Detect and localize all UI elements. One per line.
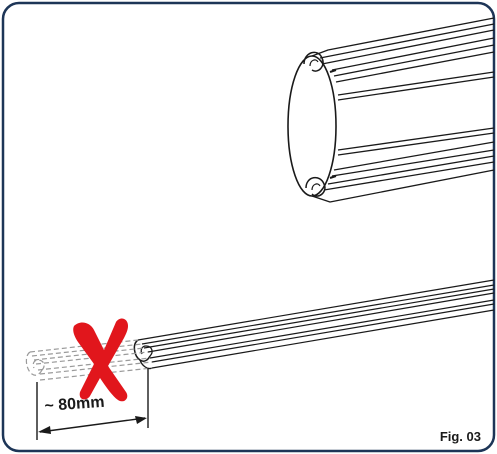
- dimension-line: [36, 368, 149, 440]
- long-profile-bar: [133, 279, 495, 370]
- large-roller-tube: [287, 17, 495, 203]
- cut-mark-x-icon: [73, 318, 128, 402]
- figure-caption: Fig. 03: [439, 429, 481, 444]
